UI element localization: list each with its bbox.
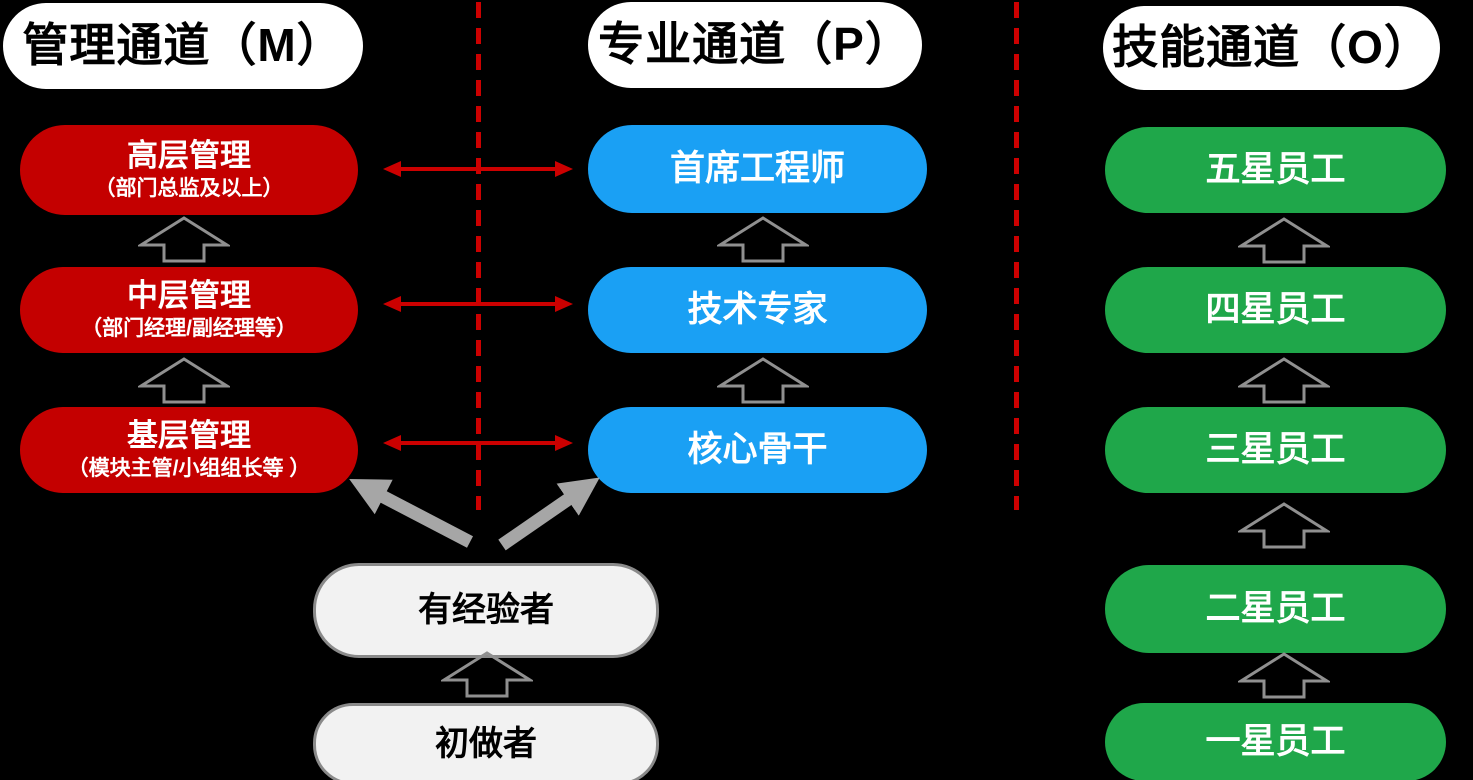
pill-title: 五星员工 [1205, 150, 1346, 190]
diagonal-arrows [349, 477, 600, 551]
double-arrow-icon [383, 161, 573, 177]
pill-title: 一星员工 [1205, 722, 1346, 762]
pill-title: 高层管理 [127, 138, 251, 174]
pill-title: 有经验者 [418, 591, 554, 630]
pill-title: 二星员工 [1205, 589, 1346, 629]
up-arrow-icon [1238, 652, 1330, 699]
header-label: 专业通道（P） [598, 18, 912, 71]
pill-title: 核心骨干 [687, 430, 828, 470]
level-pill-two-star: 二星员工 [1105, 565, 1446, 653]
pill-title: 基层管理 [127, 418, 251, 454]
level-pill-three-star: 三星员工 [1105, 407, 1446, 493]
entry-pill-experienced: 有经验者 [313, 563, 659, 658]
skill-channel-header: 技能通道（O） [1103, 6, 1440, 90]
pill-subtitle: （部门总监及以上） [94, 177, 284, 201]
column-divider-left [476, 2, 481, 510]
pill-title: 三星员工 [1205, 430, 1346, 470]
up-arrow-icon [1238, 357, 1330, 404]
pill-title: 中层管理 [127, 278, 251, 314]
double-arrow-icon [383, 435, 573, 451]
column-divider-right [1014, 2, 1019, 510]
header-label: 管理通道（M） [22, 19, 344, 72]
level-pill-four-star: 四星员工 [1105, 267, 1446, 353]
management-channel-header: 管理通道（M） [3, 3, 363, 89]
level-pill-senior-management: 高层管理 （部门总监及以上） [20, 125, 358, 215]
up-arrow-icon [1238, 217, 1330, 264]
up-arrow-icon [717, 216, 809, 263]
level-pill-chief-engineer: 首席工程师 [588, 125, 927, 213]
pill-subtitle: （模块主管/小组组长等 ） [67, 457, 311, 481]
level-pill-technical-expert: 技术专家 [588, 267, 927, 353]
up-arrow-icon [441, 651, 533, 698]
diagonal-arrow-to-professional [498, 477, 600, 551]
up-arrow-icon [138, 216, 230, 263]
entry-pill-beginner: 初做者 [313, 703, 659, 780]
level-pill-one-star: 一星员工 [1105, 703, 1446, 780]
up-arrow-icon [138, 357, 230, 404]
pill-title: 技术专家 [687, 290, 828, 330]
pill-subtitle: （部门经理/副经理等） [81, 317, 297, 341]
up-arrow-icon [717, 357, 809, 404]
pill-title: 初做者 [435, 724, 537, 763]
pill-title: 四星员工 [1205, 290, 1346, 330]
up-arrow-icon [1238, 502, 1330, 549]
double-arrow-icon [383, 296, 573, 312]
level-pill-middle-management: 中层管理 （部门经理/副经理等） [20, 267, 358, 353]
professional-channel-header: 专业通道（P） [588, 2, 922, 88]
level-pill-grassroots-management: 基层管理 （模块主管/小组组长等 ） [20, 407, 358, 493]
level-pill-core-backbone: 核心骨干 [588, 407, 927, 493]
level-pill-five-star: 五星员工 [1105, 127, 1446, 213]
header-label: 技能通道（O） [1112, 21, 1431, 74]
pill-title: 首席工程师 [669, 149, 845, 189]
diagonal-arrow-to-management [349, 478, 474, 548]
